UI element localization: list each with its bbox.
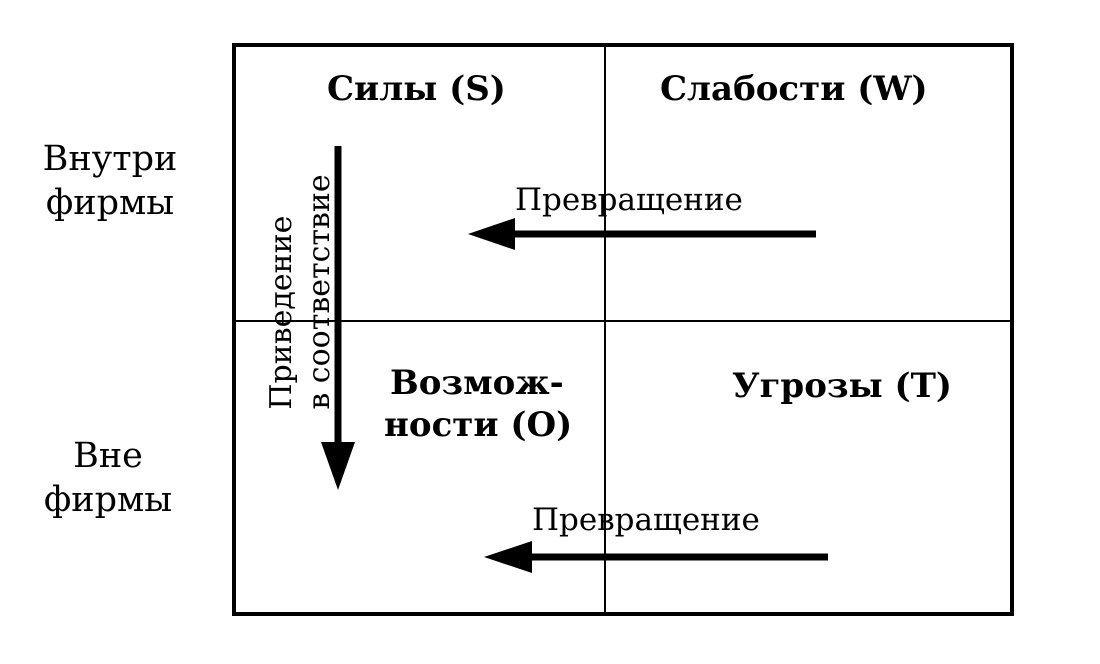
row-label-inside-line2: фирмы <box>45 183 175 223</box>
cell-title-opportunities-line1: Возмож- <box>390 363 564 403</box>
row-label-outside-line2: фирмы <box>43 480 173 520</box>
arrow-label-transformation-bottom: Превращение <box>532 502 760 538</box>
row-label-inside-line1: Внутри <box>42 139 178 179</box>
swot-matrix-frame <box>232 43 1014 616</box>
matrix-horizontal-divider <box>236 320 1010 322</box>
row-label-outside: Вне фирмы <box>8 434 208 522</box>
cell-title-opportunities-line2: ности (О) <box>384 405 573 445</box>
arrow-transformation-top <box>468 218 816 250</box>
cell-title-weaknesses: Слабости (W) <box>660 69 928 109</box>
cell-title-opportunities: Возмож- ности (О) <box>384 362 572 446</box>
arrow-matching <box>321 146 355 490</box>
row-label-outside-line1: Вне <box>73 436 143 476</box>
matrix-vertical-divider <box>604 47 606 612</box>
cell-title-strengths: Силы (S) <box>327 69 506 109</box>
cell-title-threats: Угрозы (Т) <box>732 366 952 406</box>
row-label-inside: Внутри фирмы <box>10 137 210 225</box>
arrow-label-transformation-top: Превращение <box>515 182 743 218</box>
arrow-transformation-bottom <box>484 541 828 573</box>
